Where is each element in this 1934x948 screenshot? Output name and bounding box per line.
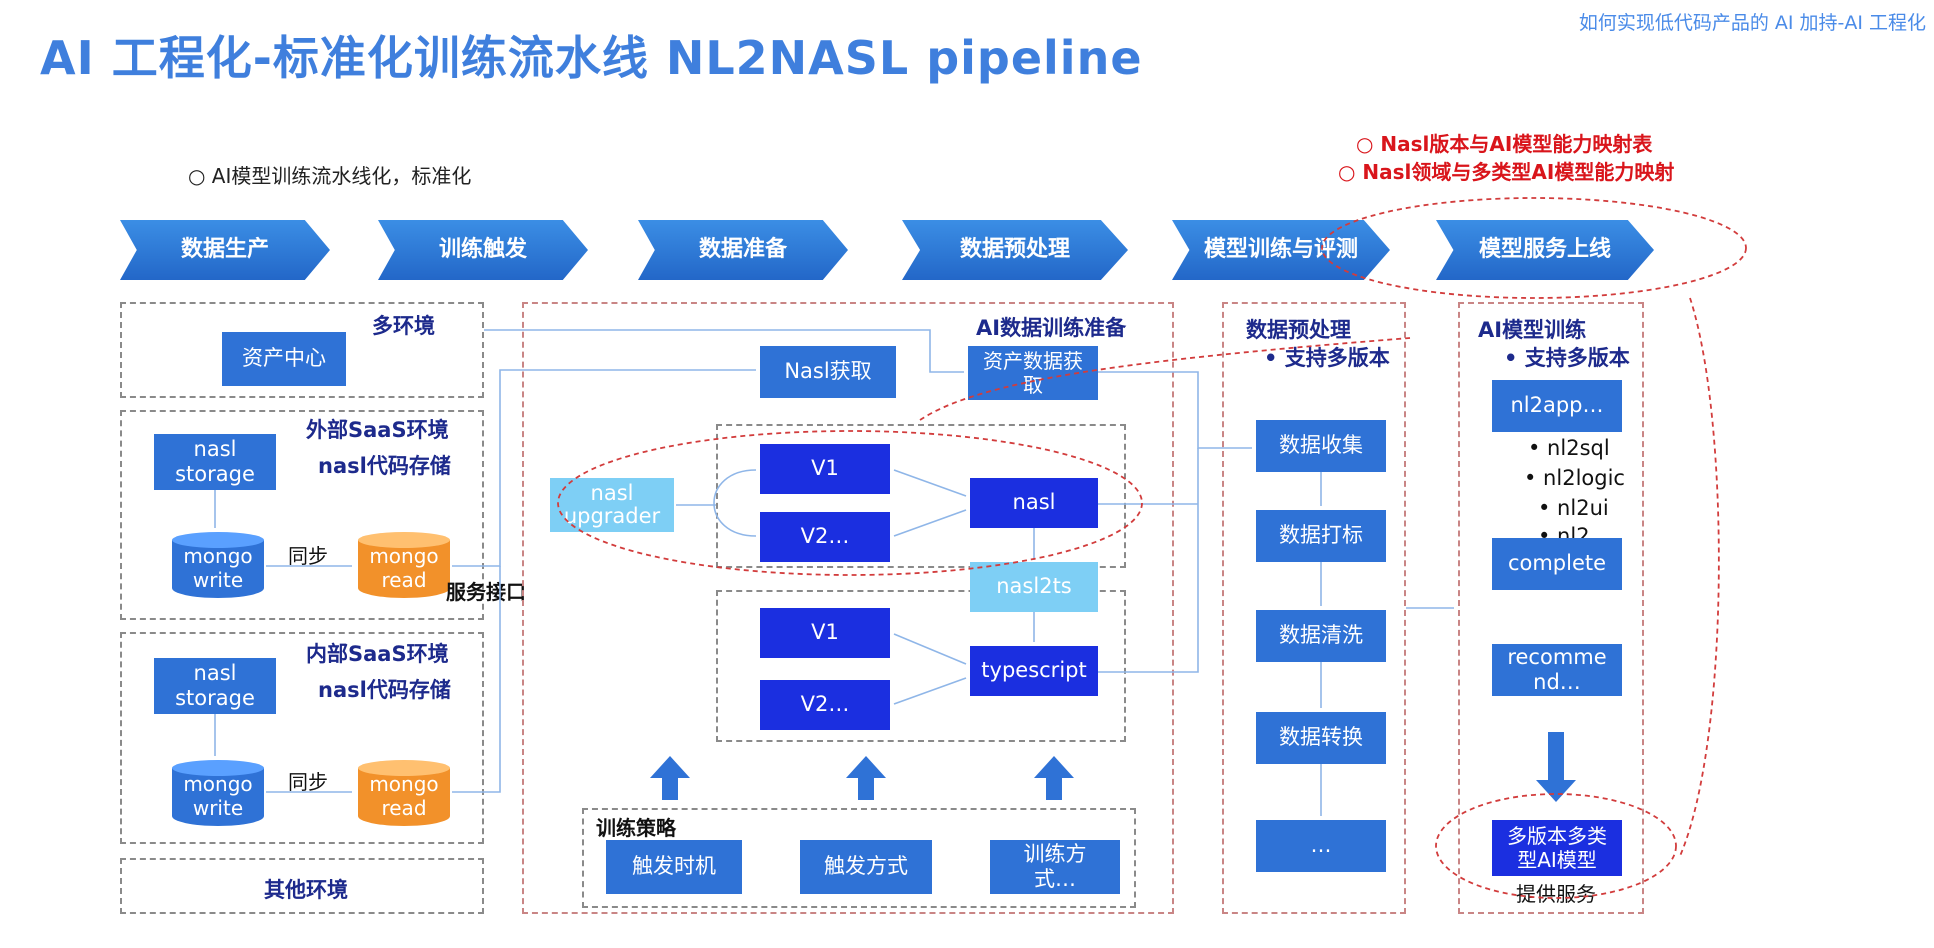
preprocess-title: 数据预处理 [1246, 318, 1351, 342]
sync-label-external: 同步 [288, 544, 328, 568]
connector-read-fetch-int [452, 566, 501, 793]
step-training-trigger: 训练触发 [378, 220, 588, 280]
multi-env-container [120, 302, 484, 398]
internal-saas-sub: nasl代码存储 [318, 678, 451, 702]
preprocess-sub: • 支持多版本 [1264, 346, 1390, 370]
training-container [1458, 302, 1644, 914]
step-data-production: 数据生产 [120, 220, 330, 280]
typescript-box: typescript [970, 646, 1098, 696]
complete-box: complete [1492, 538, 1622, 590]
mongo-read-external-label: mongo read [369, 544, 439, 592]
v2-box-nasl: V2… [760, 512, 890, 562]
training-sub-item-nl2ui: • nl2ui [1538, 496, 1609, 520]
v2-box-ts: V2… [760, 680, 890, 730]
external-saas-sub: nasl代码存储 [318, 454, 451, 478]
external-saas-container [120, 410, 484, 620]
connector-nasl-v2 [893, 509, 967, 537]
preprocess-item-collect: 数据收集 [1256, 420, 1386, 472]
highlight-ellipse-versions [557, 430, 1143, 576]
training-sub-item-nl2logic: • nl2logic [1524, 466, 1625, 490]
other-env-label: 其他环境 [264, 878, 348, 902]
red-note-domain-map: ○ Nasl领域与多类型AI模型能力映射 [1338, 160, 1675, 184]
strategy-training-method: 训练方式… [990, 840, 1120, 894]
connector-multienv-asset [484, 329, 964, 373]
serve-box: 多版本多类型AI模型 [1492, 820, 1622, 876]
mongo-write-internal: mongo write [172, 760, 264, 826]
strategy-trigger-timing: 触发时机 [606, 840, 742, 894]
preprocess-item-clean: 数据清洗 [1256, 610, 1386, 662]
training-title: AI模型训练 [1478, 318, 1587, 342]
step-model-training: 模型训练与评测 [1172, 220, 1390, 280]
nasl-fetch-box: Nasl获取 [760, 346, 896, 398]
strategy-trigger-method: 触发方式 [800, 840, 932, 894]
v1-box-ts: V1 [760, 608, 890, 658]
nasl-upgrader-box: nasl upgrader [550, 478, 674, 532]
step-data-preprocess: 数据预处理 [902, 220, 1128, 280]
connector-nasl-v1 [893, 469, 967, 497]
recommend-box: recommend… [1492, 644, 1622, 696]
connector-upgrader-loop [713, 469, 757, 537]
nasl-box: nasl [970, 478, 1098, 528]
up-arrow-icon-2 [846, 756, 886, 800]
internal-saas-title: 内部SaaS环境 [306, 642, 449, 666]
down-arrow-icon [1536, 780, 1576, 802]
step-model-serving: 模型服务上线 [1436, 220, 1654, 280]
red-note-version-map: ○ Nasl版本与AI模型能力映射表 [1356, 132, 1653, 156]
connector-ts-v2 [893, 677, 967, 705]
training-sub: • 支持多版本 [1504, 346, 1630, 370]
nasl2ts-box: nasl2ts [970, 562, 1098, 612]
v1-box-nasl: V1 [760, 444, 890, 494]
mongo-write-internal-label: mongo write [183, 772, 253, 820]
internal-saas-container [120, 632, 484, 844]
preprocess-item-label: 数据打标 [1256, 510, 1386, 562]
preprocess-item-more: … [1256, 820, 1386, 872]
page-title: AI 工程化-标准化训练流水线 NL2NASL pipeline [40, 31, 1143, 85]
nl2app-box: nl2app… [1492, 380, 1622, 432]
prep-container [522, 302, 1174, 914]
asset-center-box: 资产中心 [222, 332, 346, 386]
highlight-ellipse-serve [1435, 793, 1677, 899]
highlight-ellipse-serving [1321, 197, 1747, 299]
training-sub-item-nl2sql: • nl2sql [1528, 436, 1610, 460]
step-data-preparation: 数据准备 [638, 220, 848, 280]
highlight-curve-right [1679, 297, 1720, 857]
pipeline-note: ○ AI模型训练流水线化，标准化 [188, 164, 472, 188]
highlight-curve-top [919, 337, 1411, 421]
up-arrow-icon-3 [1034, 756, 1074, 800]
version-container-nasl [716, 424, 1126, 568]
connector-ts-preprocess [1098, 448, 1199, 673]
preprocess-item-transform: 数据转换 [1256, 712, 1386, 764]
header-subtitle: 如何实现低代码产品的 AI 加持-AI 工程化 [1578, 12, 1926, 34]
connector-read-fetch-ext [452, 369, 756, 567]
mongo-read-internal: mongo read [358, 760, 450, 826]
up-arrow-icon-1 [650, 756, 690, 800]
nasl-storage-internal: nasl storage [154, 658, 276, 714]
mongo-write-external-label: mongo write [183, 544, 253, 592]
mongo-read-external: mongo read [358, 532, 450, 598]
connector-ts-v1 [893, 633, 967, 665]
prep-title: AI数据训练准备 [976, 316, 1127, 340]
mongo-write-external: mongo write [172, 532, 264, 598]
multi-env-label: 多环境 [372, 314, 435, 338]
preprocess-container [1222, 302, 1406, 914]
sync-label-internal: 同步 [288, 770, 328, 794]
mongo-read-internal-label: mongo read [369, 772, 439, 820]
other-env-container [120, 858, 484, 914]
strategy-title: 训练策略 [596, 816, 676, 840]
connector-asset-preprocess [1098, 371, 1252, 449]
version-container-ts [716, 590, 1126, 742]
external-saas-title: 外部SaaS环境 [306, 418, 449, 442]
nasl-storage-external: nasl storage [154, 434, 276, 490]
strategy-container [582, 808, 1136, 908]
down-arrow-stem [1548, 732, 1564, 782]
serve-label: 提供服务 [1516, 882, 1596, 906]
service-api-label: 服务接口 [446, 580, 526, 604]
